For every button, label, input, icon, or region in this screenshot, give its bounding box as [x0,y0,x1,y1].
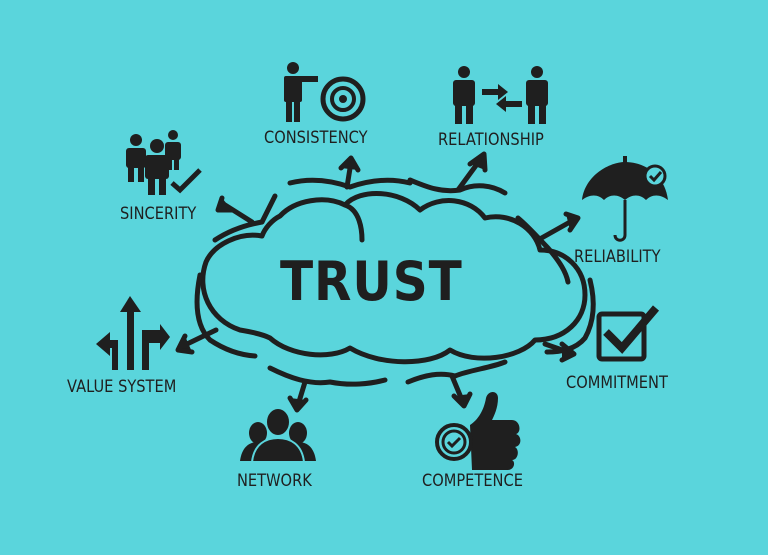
center-title: TRUST [280,250,463,313]
group-check-icon [126,130,202,195]
cloud-icon [200,191,588,365]
people-group-icon [240,407,316,463]
people-exchange-icon [453,66,548,124]
label-reliability: RELIABILITY [574,247,661,267]
label-competence: COMPETENCE [422,471,523,491]
label-network: NETWORK [237,471,312,491]
label-relationship: RELATIONSHIP [438,130,544,150]
label-consistency: CONSISTENCY [264,128,368,148]
label-commitment: COMMITMENT [566,373,668,393]
direction-arrows-icon [96,296,170,370]
label-value-system: VALUE SYSTEM [67,377,177,397]
umbrella-check-icon [582,156,668,242]
person-target-icon [284,62,366,122]
thumbs-up-check-icon [435,392,521,470]
label-sincerity: SINCERITY [120,204,197,224]
checkbox-icon [596,305,660,362]
